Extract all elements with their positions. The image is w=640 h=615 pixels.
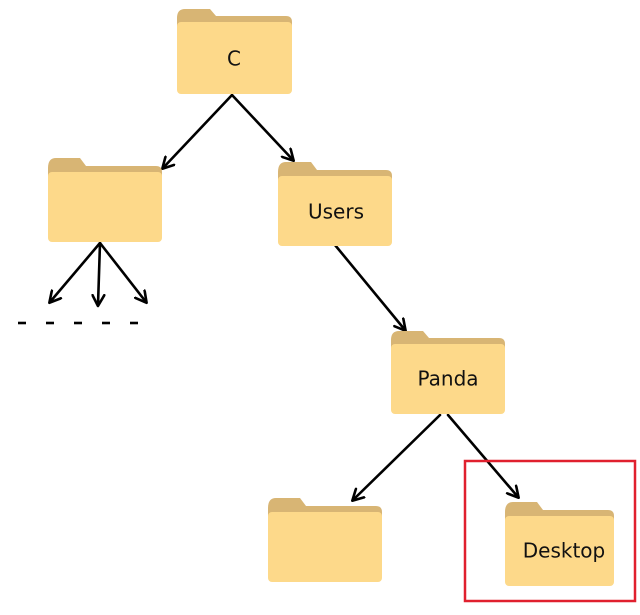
folder-users[interactable]: Users xyxy=(278,162,392,246)
arrow-left-to-child-1 xyxy=(50,241,102,302)
arrow-left-to-child-3 xyxy=(98,241,146,302)
arrow-panda-to-desktop xyxy=(446,413,518,497)
tree-arrows xyxy=(50,93,518,500)
folder-unnamed-left[interactable] xyxy=(48,158,162,242)
arrow-c-to-users xyxy=(230,93,293,160)
arrow-panda-to-left xyxy=(353,413,442,500)
folder-unnamed-bottom-left[interactable] xyxy=(268,498,382,582)
folder-label-desktop: Desktop xyxy=(523,539,605,563)
folder-label-panda: Panda xyxy=(417,367,478,391)
folder-c[interactable]: C xyxy=(177,9,292,94)
folder-panda[interactable]: Panda xyxy=(391,331,505,414)
arrow-users-to-panda xyxy=(333,243,405,330)
arrow-c-to-left xyxy=(163,93,234,168)
desktop-highlight-box xyxy=(463,459,637,603)
folder-label-c: C xyxy=(227,47,241,71)
folder-label-users: Users xyxy=(308,200,364,224)
folder-desktop[interactable]: Desktop xyxy=(505,502,614,586)
arrow-left-to-child-2 xyxy=(98,241,100,305)
